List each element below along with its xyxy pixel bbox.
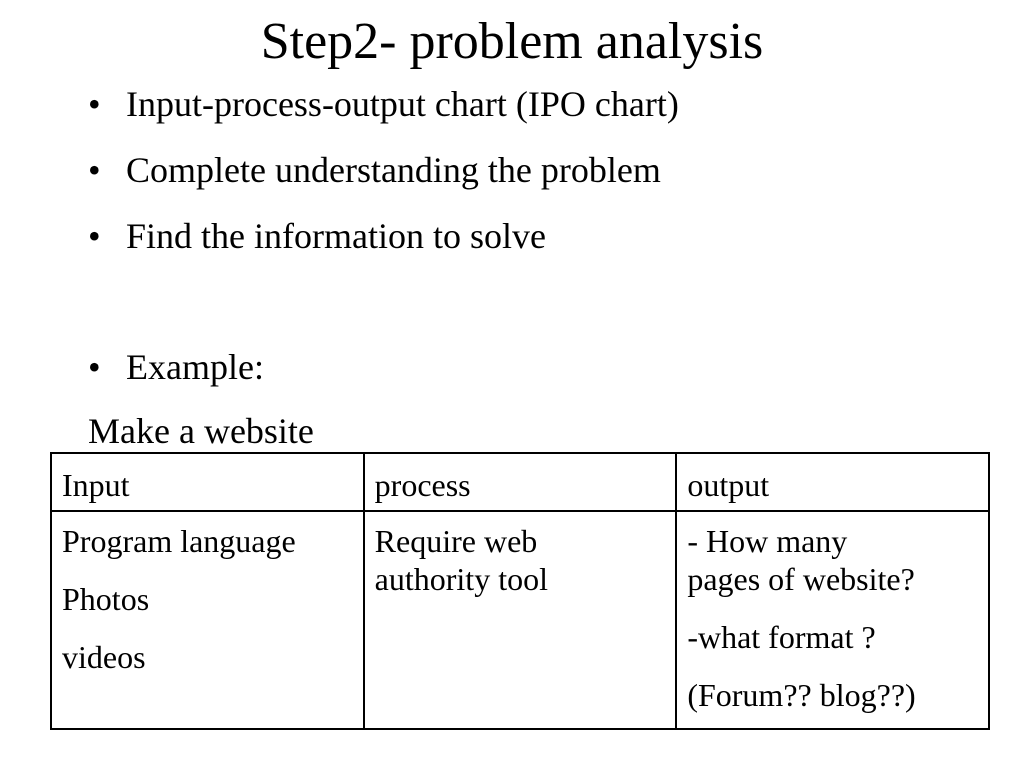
example-text: Make a website (88, 411, 314, 451)
bullet-text: Complete understanding the problem (126, 150, 661, 190)
bullet-list: • Input-process-output chart (IPO chart)… (88, 82, 679, 389)
input-cell: Program language Photos videos (50, 510, 365, 730)
table-row: Program language Photos videos Require w… (50, 510, 990, 730)
input-item: videos (62, 639, 146, 675)
output-line: - How many (687, 523, 848, 559)
process-line: authority tool (374, 561, 548, 597)
bullet-text: Input-process-output chart (IPO chart) (126, 84, 679, 124)
header-output: output (675, 452, 990, 512)
input-item: Program language (62, 523, 296, 559)
bullet-text: Find the information to solve (126, 216, 546, 256)
output-line: pages of website? (687, 561, 915, 597)
header-process: process (362, 452, 678, 512)
output-cell: - How many pages of website? -what forma… (675, 510, 990, 730)
bullet-item: • Find the information to solve (88, 214, 679, 258)
bullet-item: • Complete understanding the problem (88, 148, 679, 192)
ipo-table: Input process output Program language Ph… (50, 452, 990, 730)
bullet-dot: • (88, 347, 101, 387)
bullet-dot: • (88, 150, 101, 190)
output-line: (Forum?? blog??) (687, 677, 916, 713)
output-line: -what format ? (687, 619, 876, 655)
process-line: Require web (374, 523, 538, 559)
bullet-item: • Input-process-output chart (IPO chart) (88, 82, 679, 126)
bullet-item: • Example: (88, 345, 679, 389)
table-header-row: Input process output (50, 452, 990, 512)
bullet-dot: • (88, 84, 101, 124)
slide-title: Step2- problem analysis (260, 13, 764, 70)
header-input: Input (50, 452, 365, 512)
bullet-text: Example: (126, 347, 264, 387)
bullet-dot: • (88, 216, 101, 256)
input-item: Photos (62, 581, 150, 617)
process-cell: Require web authority tool (362, 510, 678, 730)
